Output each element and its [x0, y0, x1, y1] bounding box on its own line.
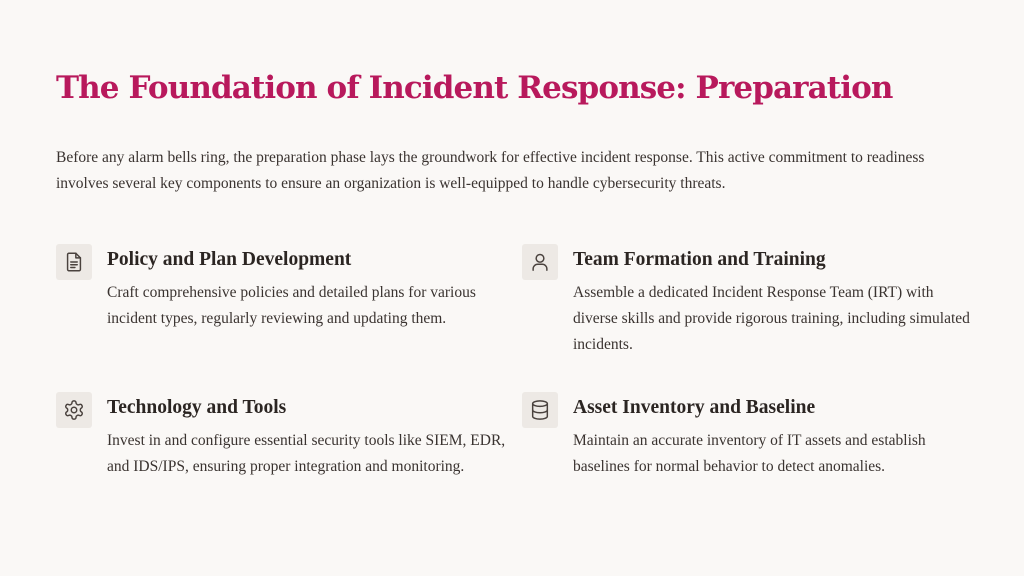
card-title: Team Formation and Training [573, 249, 826, 270]
card-title: Asset Inventory and Baseline [573, 397, 816, 418]
document-icon [56, 244, 92, 280]
database-icon [522, 392, 558, 428]
card-description: Craft comprehensive policies and detaile… [107, 284, 476, 327]
slide-title: The Foundation of Incident Response: Pre… [56, 70, 893, 106]
card-description: Assemble a dedicated Incident Response T… [573, 284, 970, 353]
gear-icon [56, 392, 92, 428]
card-title: Technology and Tools [107, 397, 287, 418]
card-title: Policy and Plan Development [107, 249, 352, 270]
user-icon [522, 244, 558, 280]
card-description: Maintain an accurate inventory of IT ass… [573, 432, 926, 475]
intro-paragraph: Before any alarm bells ring, the prepara… [56, 149, 925, 192]
card-description: Invest in and configure essential securi… [107, 432, 506, 475]
